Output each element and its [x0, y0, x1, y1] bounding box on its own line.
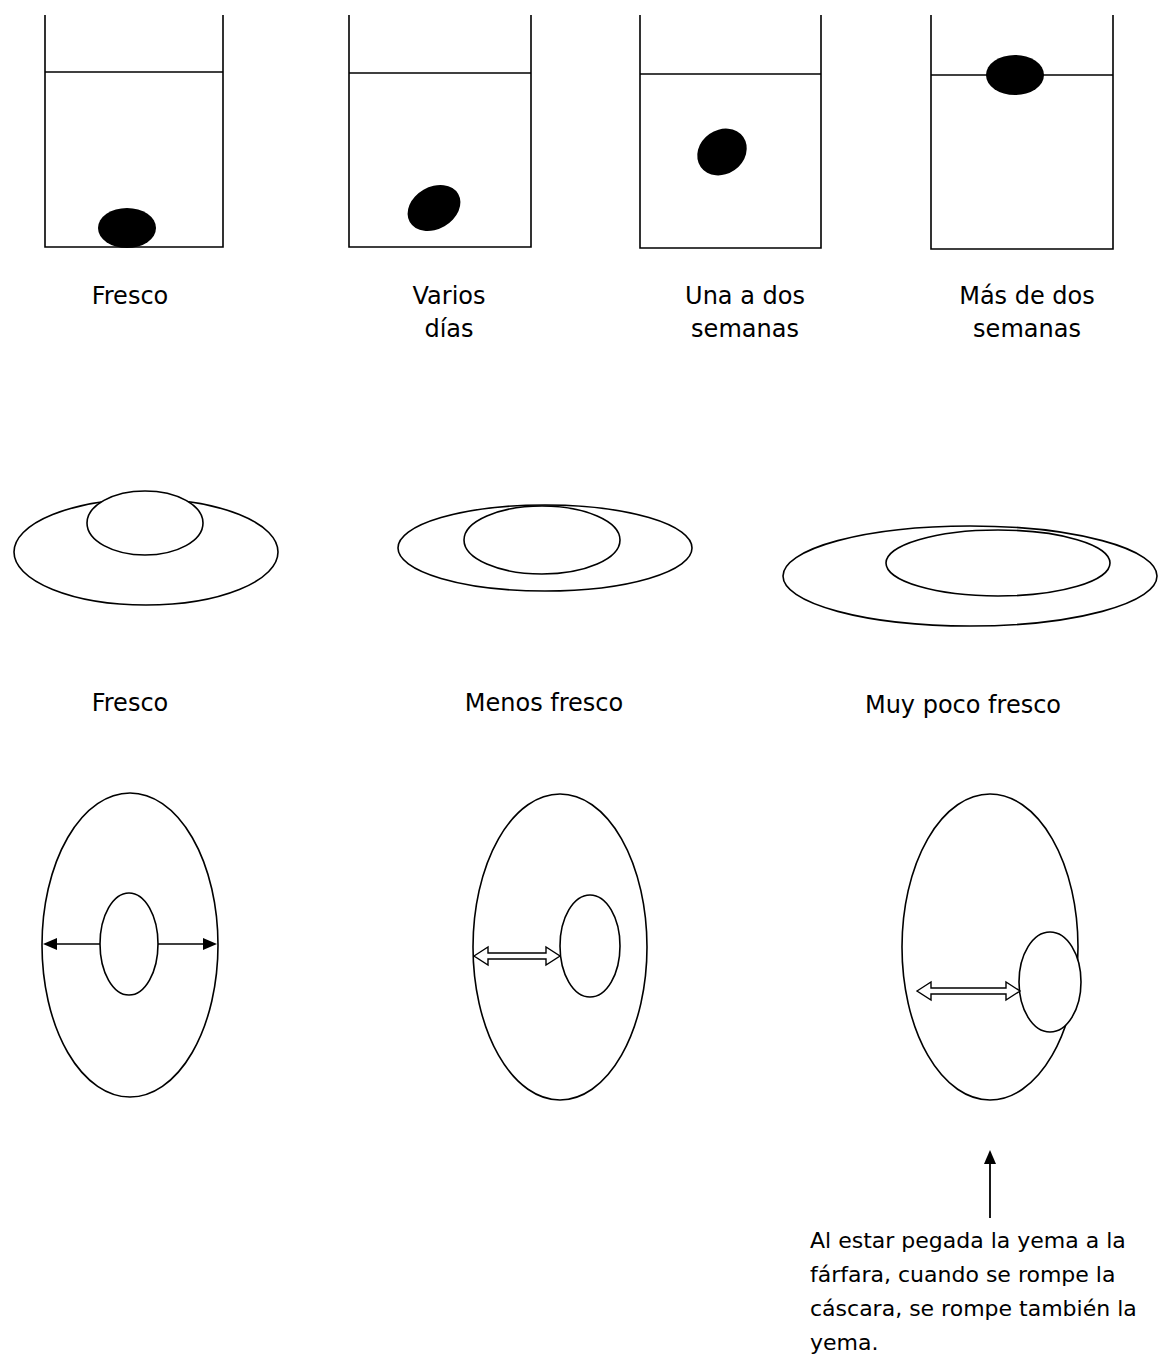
- glass-caption: Varios días: [394, 280, 504, 346]
- glass-caption: Más de dos semanas: [942, 280, 1112, 346]
- freshness-caption: Menos fresco: [434, 687, 654, 720]
- eggs-in-water: [98, 55, 1044, 248]
- glass-caption: Fresco: [60, 280, 200, 313]
- freshness-caption: Fresco: [50, 687, 210, 720]
- water-glasses: [45, 15, 1113, 249]
- distance-arrows: [43, 938, 1020, 1000]
- broken-eggs: [14, 491, 1157, 626]
- egg-cross-sections: [42, 793, 1081, 1100]
- leader-arrow: [984, 1150, 996, 1218]
- glass-caption: Una a dos semanas: [665, 280, 825, 346]
- freshness-caption: Muy poco fresco: [838, 689, 1088, 722]
- explanatory-note: Al estar pegada la yema a la fárfara, cu…: [810, 1224, 1156, 1360]
